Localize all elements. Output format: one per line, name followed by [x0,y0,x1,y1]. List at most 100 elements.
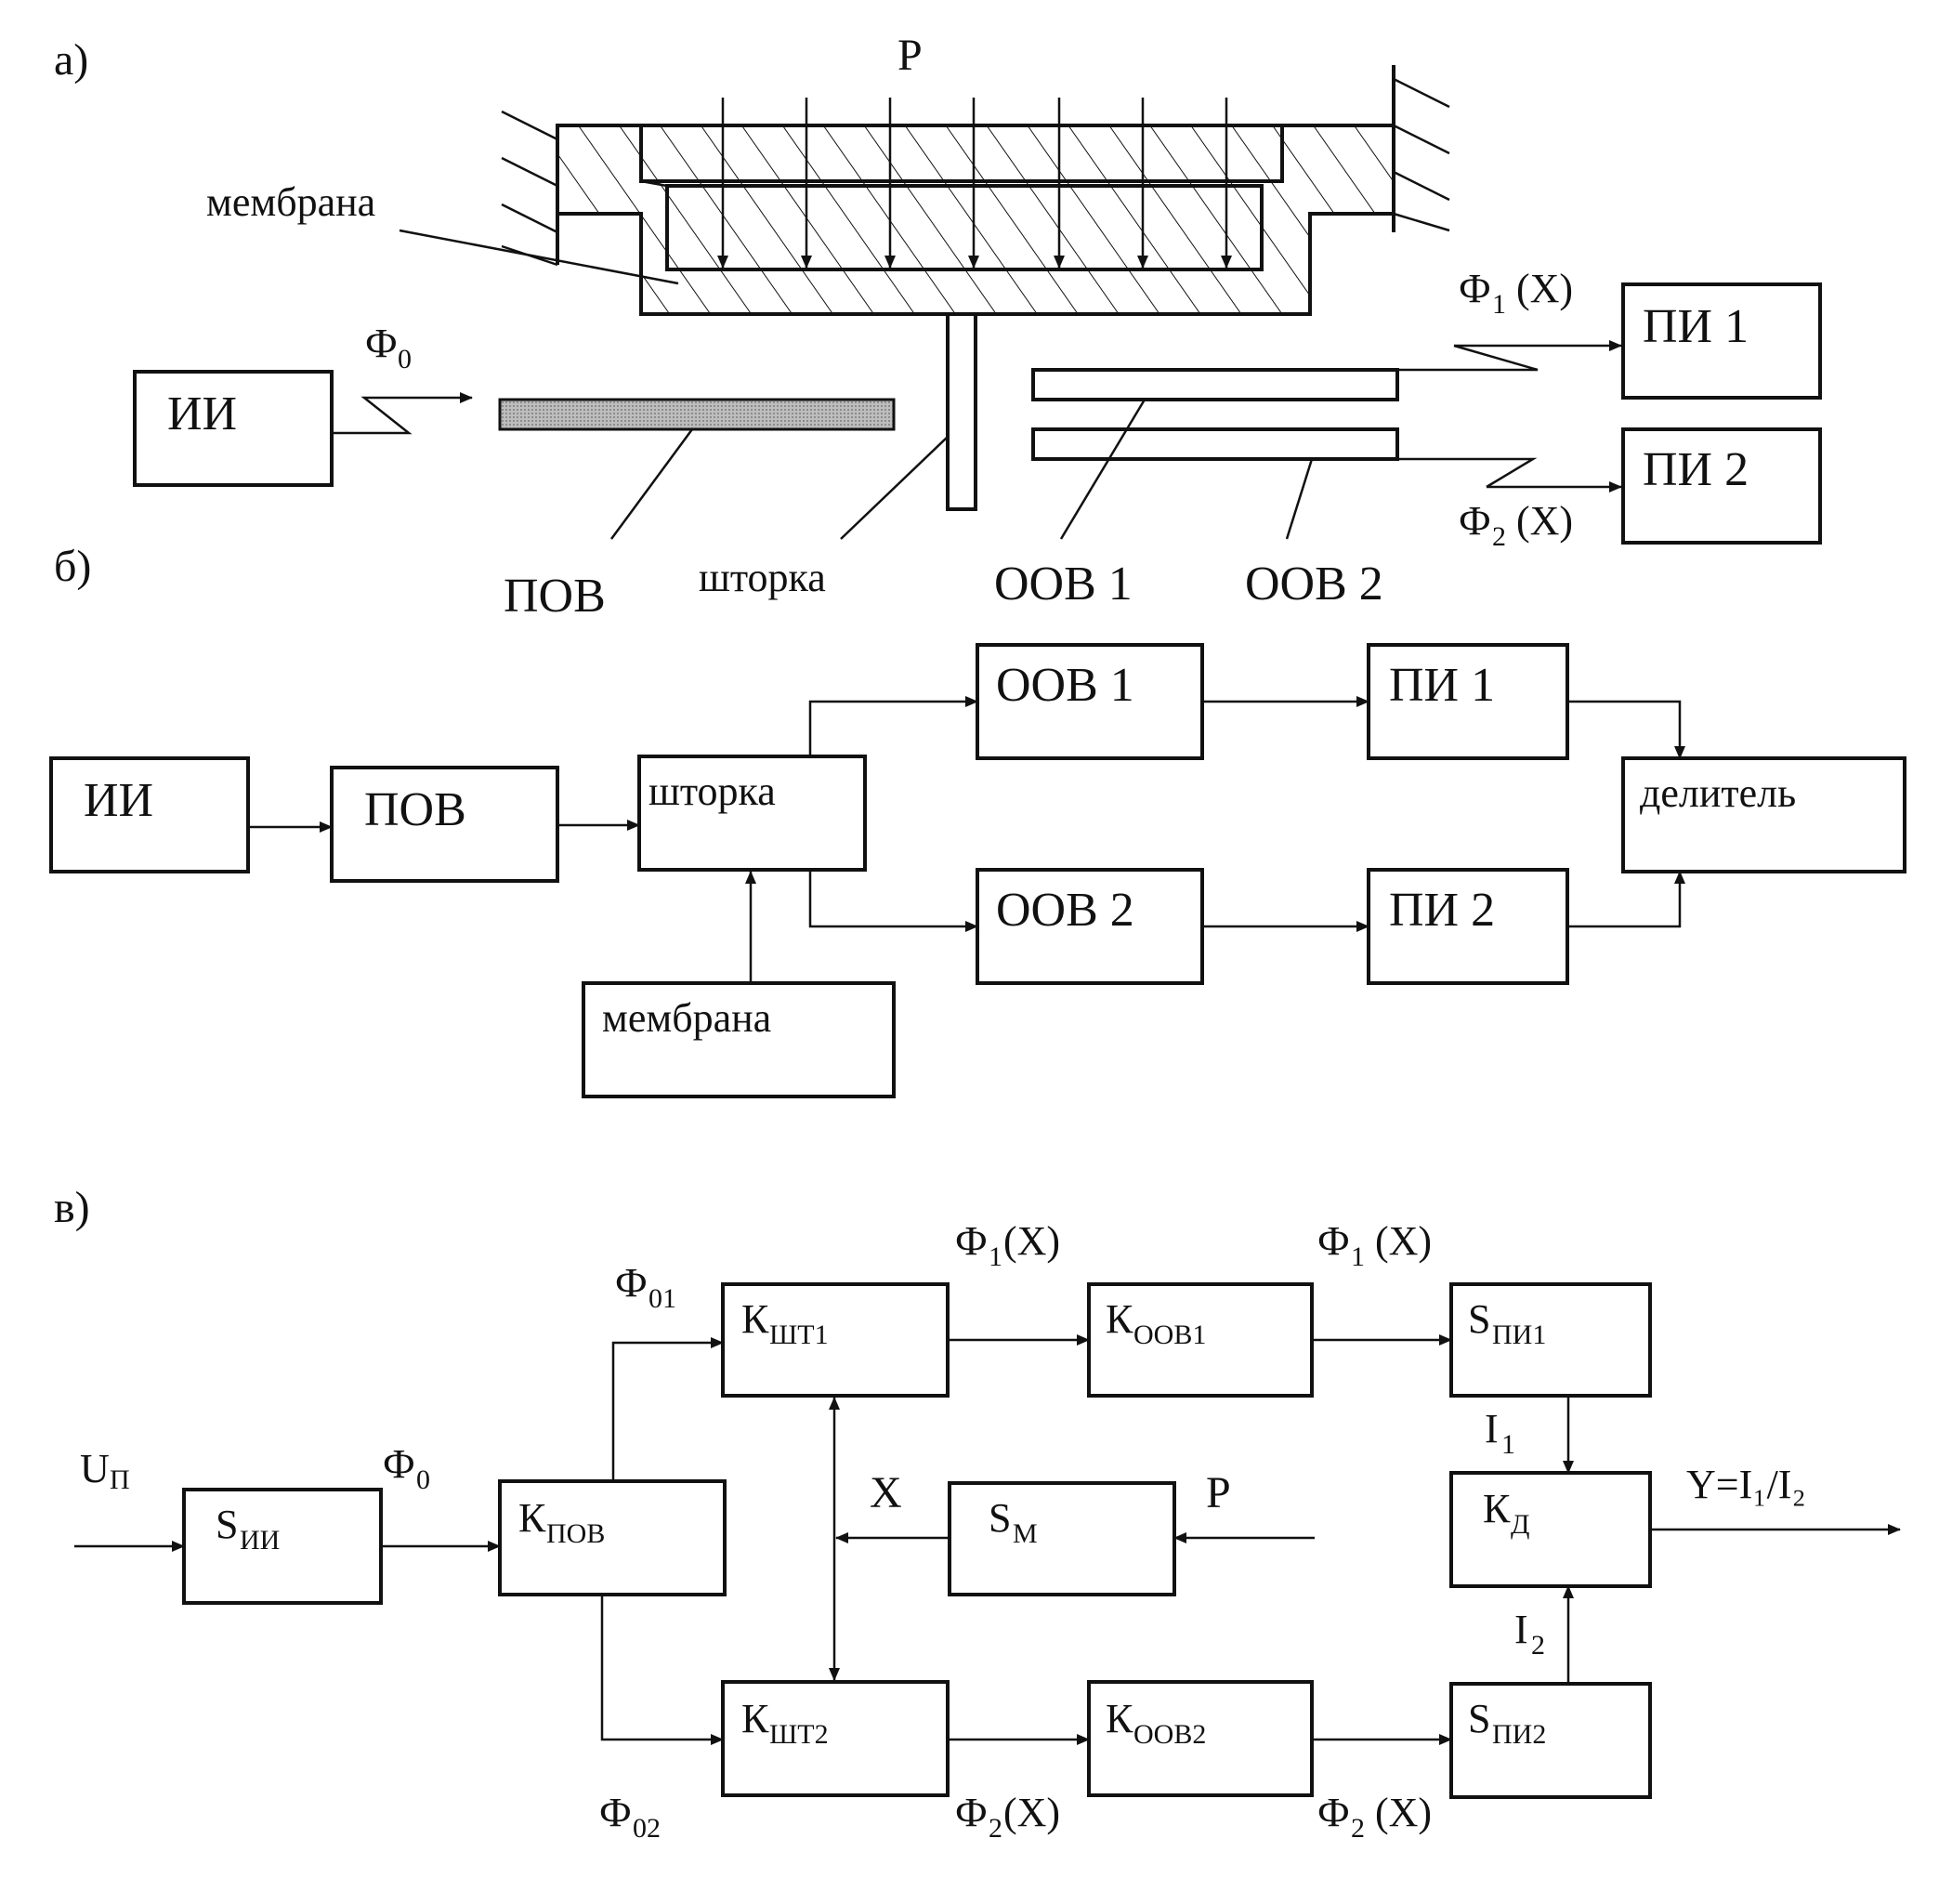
block-k-oov2: К ООВ2 [1087,1680,1314,1797]
x-signal-label: X [870,1468,902,1517]
shutter-leader [840,436,949,540]
svg-text:К: К [741,1696,769,1741]
p-input-label: P [1206,1468,1231,1517]
sensor-housing [556,124,1395,316]
phi02-label: Ф 02 [599,1790,661,1844]
svg-text:(X): (X) [1003,1790,1060,1835]
panel-b: б) ИИ ПОВ шторка мембрана ООВ 1 ООВ 2 ПИ… [49,542,1906,1098]
phi1-label: Ф 1 (X) [1459,266,1573,320]
i2-label: I 2 [1514,1607,1545,1661]
b-input-fiber-label: ПОВ [364,783,466,836]
b-receiver2-box [1367,868,1569,985]
u-supply-label: U П [80,1446,130,1495]
svg-text:П: П [110,1464,130,1495]
svg-text:М: М [1013,1518,1038,1549]
block-k-d: К Д [1449,1471,1652,1588]
right-wall [1392,65,1450,232]
svg-text:(X): (X) [1375,1790,1432,1835]
svg-text:2: 2 [1531,1630,1545,1661]
pressure-label: P [897,31,923,80]
svg-text:ИИ: ИИ [240,1525,280,1556]
phi0-v-label: Ф 0 [383,1441,430,1495]
svg-text:К: К [1106,1696,1133,1741]
panel-a-label: а) [54,35,88,85]
svg-text:2: 2 [1351,1813,1365,1844]
shutter-label: шторка [699,555,826,600]
svg-text:1: 1 [989,1241,1002,1272]
b-fiber-out2-label: ООВ 2 [996,884,1134,937]
b-divider-box [1621,756,1906,873]
block-s-pi1: S ПИ1 [1449,1282,1652,1398]
svg-text:К: К [741,1296,769,1342]
output-fiber-2-label: ООВ 2 [1245,558,1383,611]
block-s-pi2: S ПИ2 [1449,1682,1652,1799]
svg-text:S: S [1468,1296,1490,1342]
b-shutter-label: шторка [648,768,776,814]
input-fiber [498,398,896,431]
svg-text:Ф: Ф [1459,498,1491,544]
svg-text:1: 1 [1492,289,1506,320]
phi2px-label: Ф 2 (X) [1317,1790,1432,1844]
phi1x-label: Ф 1 (X) [955,1218,1060,1272]
b-source-label: ИИ [84,774,153,827]
svg-text:ПОВ: ПОВ [546,1518,605,1549]
svg-text:2: 2 [1492,521,1506,552]
svg-text:ПИ2: ПИ2 [1492,1719,1546,1750]
b-divider-label: делитель [1640,770,1796,816]
phi0-label: Ф 0 [365,321,412,374]
svg-text:К: К [1106,1296,1133,1342]
svg-text:02: 02 [633,1813,661,1844]
svg-text:S: S [216,1502,238,1547]
svg-text:U: U [80,1446,110,1491]
v-connections [74,1334,1901,1745]
output-fiber-1-leader [1059,399,1146,540]
svg-text:1: 1 [1501,1429,1515,1460]
svg-text:Ф: Ф [365,321,398,366]
svg-text:Ф: Ф [1317,1218,1350,1264]
panel-a: а) P [54,31,1822,623]
fiber-2-zigzag [1397,457,1538,489]
svg-text:К: К [518,1495,546,1541]
svg-text:Ф: Ф [1459,266,1491,311]
block-k-sht1: К ШТ1 [721,1282,950,1398]
svg-text:ШТ2: ШТ2 [769,1719,829,1750]
source-zigzag [332,396,413,435]
phi01-label: Ф 01 [615,1260,676,1314]
svg-text:Ф: Ф [383,1441,415,1487]
svg-text:ООВ1: ООВ1 [1133,1320,1206,1350]
fiber-1-zigzag [1397,344,1539,372]
b-shutter-box [637,755,867,872]
membrane-leader [399,229,679,285]
left-wall [501,110,559,267]
receiver-1-label: ПИ 1 [1643,300,1749,353]
input-fiber-label: ПОВ [504,570,606,623]
block-k-pov: К ПОВ [498,1479,727,1596]
svg-text:Ф: Ф [955,1218,988,1264]
svg-text:Ф: Ф [599,1790,632,1835]
receiver-2-box [1621,427,1822,545]
b-receiver1-label: ПИ 1 [1389,659,1495,712]
svg-text:(X): (X) [1003,1218,1060,1264]
output-fiber-2-leader [1285,458,1314,540]
svg-text:0: 0 [398,344,412,374]
svg-text:Ф: Ф [955,1790,988,1835]
receiver-2-label: ПИ 2 [1643,443,1749,496]
svg-text:(X): (X) [1516,266,1573,311]
svg-text:S: S [989,1495,1011,1541]
output-fiber-1 [1031,368,1399,401]
svg-text:I: I [1485,1406,1499,1451]
shutter-rod [946,312,977,511]
b-membrane-box [582,981,896,1098]
input-fiber-leader [609,428,694,540]
svg-text:ПИ1: ПИ1 [1492,1320,1546,1350]
pressure-arrows [717,98,1232,269]
output-fiber-1-label: ООВ 1 [994,558,1133,611]
b-membrane-label: мембрана [602,995,771,1041]
svg-text:ШТ1: ШТ1 [769,1320,829,1350]
output-fiber-2 [1031,427,1399,461]
membrane-label: мембрана [206,179,375,225]
svg-text:ООВ2: ООВ2 [1133,1719,1206,1750]
b-receiver2-label: ПИ 2 [1389,884,1495,937]
svg-text:1: 1 [1351,1241,1365,1272]
